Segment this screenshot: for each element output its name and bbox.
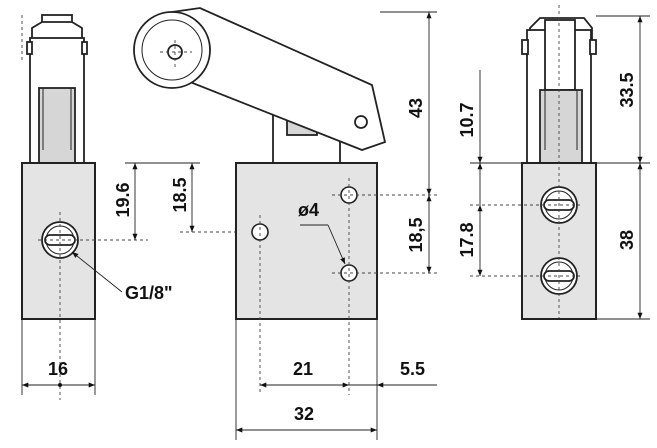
dim-label-17-8: 17.8: [457, 222, 477, 257]
front-body: [235, 162, 378, 320]
left-plunger: [26, 14, 88, 164]
dim-label-hole-diameter: ø4: [298, 200, 319, 220]
dim-label-thread: G1/8": [125, 283, 173, 303]
dim-label-19-6: 19.6: [113, 182, 133, 217]
dim-label-18-5: 18.5: [170, 177, 190, 212]
front-hole-bottom: [340, 264, 358, 282]
front-view: [133, 7, 437, 395]
front-dimensions: [235, 11, 437, 440]
left-side-view: [21, 14, 148, 400]
dim-label-16: 16: [48, 359, 68, 379]
dim-label-5-5: 5.5: [400, 359, 425, 379]
front-hole-left: [251, 223, 269, 241]
right-dimensions: [470, 15, 650, 320]
dim-label-10-7: 10.7: [457, 102, 477, 137]
dim-label-18-5-comma: 18,5: [406, 217, 426, 252]
right-side-view: [470, 5, 597, 320]
dim-label-21: 21: [293, 359, 313, 379]
dim-label-43: 43: [406, 98, 426, 118]
roller: [133, 11, 211, 89]
dim-label-38: 38: [617, 230, 637, 250]
dim-label-33-5: 33.5: [617, 72, 637, 107]
dim-label-32: 32: [294, 404, 314, 424]
front-hole-top: [340, 186, 358, 204]
